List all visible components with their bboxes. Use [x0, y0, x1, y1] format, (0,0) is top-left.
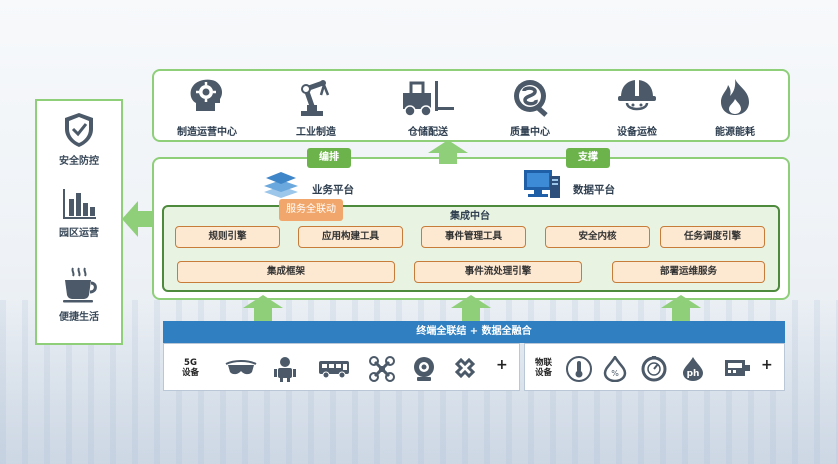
iot-devices-label: 物联 设备 — [535, 358, 553, 378]
app-builder-pill[interactable]: 应用构建工具 — [298, 226, 403, 248]
left-arrow — [122, 201, 154, 237]
more-5g-devices: + — [496, 357, 508, 373]
app-label: 制造运营中心 — [177, 127, 237, 138]
humidity-drop-icon: % — [603, 356, 627, 382]
business-platform-icon — [264, 172, 298, 198]
connectivity-bar: 终端全联结 + 数据全融合 — [163, 321, 785, 343]
bar-chart-icon — [63, 189, 96, 219]
drone-icon — [369, 356, 395, 382]
5g-devices-label: 5G 设备 — [182, 358, 200, 378]
more-iot-devices: + — [761, 357, 773, 373]
app-label: 设备运检 — [617, 127, 657, 138]
shield-check-icon — [65, 113, 93, 147]
event-stream-pill[interactable]: 事件流处理引擎 — [414, 261, 582, 283]
bus-icon — [319, 361, 349, 379]
app-manufacturing-ops[interactable]: 制造运营中心 — [162, 77, 252, 138]
data-platform-label: 数据平台 — [573, 184, 615, 196]
applications-panel: 制造运营中心 工业制造 仓储配送 质量中心 — [152, 69, 790, 142]
app-warehousing[interactable]: 仓储配送 — [383, 77, 473, 138]
security-kernel-pill[interactable]: 安全内核 — [545, 226, 650, 248]
forklift-icon — [403, 81, 454, 117]
side-item-label: 便捷生活 — [59, 312, 99, 323]
pressure-gauge-icon — [641, 356, 667, 382]
meter-icon — [725, 360, 750, 376]
up-arrow-apps — [428, 140, 468, 164]
ph-icon: ph — [683, 357, 703, 381]
svg-text:ph: ph — [687, 369, 700, 379]
app-energy-consumption[interactable]: 能源能耗 — [690, 77, 780, 138]
app-quality-center[interactable]: 质量中心 — [485, 77, 575, 138]
app-label: 质量中心 — [510, 127, 550, 138]
hard-hat-icon — [618, 80, 656, 111]
app-label: 工业制造 — [296, 127, 336, 138]
rule-engine-pill[interactable]: 规则引擎 — [175, 226, 280, 248]
robot-icon — [274, 357, 296, 382]
app-label: 仓储配送 — [408, 127, 448, 138]
quality-q-icon — [514, 80, 548, 117]
iot-devices-panel: 物联 设备 % ph + — [524, 343, 785, 391]
robot-arm-icon — [301, 80, 330, 116]
brain-gear-icon — [190, 79, 223, 111]
deploy-ops-pill[interactable]: 部署运维服务 — [612, 261, 765, 283]
side-item-label: 安全防控 — [59, 156, 99, 167]
link-icon — [454, 357, 476, 379]
camera-icon — [414, 357, 434, 381]
data-platform-icon — [524, 170, 560, 198]
up-arrow-left — [243, 295, 283, 321]
flame-icon — [721, 79, 749, 115]
service-link-tag: 服务全联动 — [279, 199, 343, 221]
5g-devices-panel: 5G 设备 + — [163, 343, 520, 391]
integration-framework-pill[interactable]: 集成框架 — [177, 261, 395, 283]
coffee-cup-icon — [63, 267, 97, 303]
app-equipment-inspection[interactable]: 设备运检 — [592, 77, 682, 138]
orchestrate-tag: 编排 — [307, 148, 351, 168]
integration-title: 集成中台 — [450, 211, 490, 222]
app-label: 能源能耗 — [715, 127, 755, 138]
side-item-living[interactable]: 便捷生活 — [37, 265, 121, 323]
scenario-panel: 安全防控 园区运营 便捷生活 — [35, 99, 123, 345]
business-platform-label: 业务平台 — [312, 184, 354, 196]
up-arrow-right — [661, 295, 701, 321]
side-item-park-ops[interactable]: 园区运营 — [37, 185, 121, 239]
svg-text:%: % — [611, 369, 619, 378]
thermometer-icon — [566, 356, 592, 382]
up-arrow-center — [451, 295, 491, 321]
app-industrial-manufacturing[interactable]: 工业制造 — [271, 77, 361, 138]
support-tag: 支撑 — [566, 148, 610, 168]
side-item-label: 园区运营 — [59, 228, 99, 239]
event-mgmt-pill[interactable]: 事件管理工具 — [421, 226, 526, 248]
vr-glasses-icon — [225, 360, 257, 375]
side-item-security[interactable]: 安全防控 — [37, 111, 121, 167]
task-scheduler-pill[interactable]: 任务调度引擎 — [660, 226, 765, 248]
